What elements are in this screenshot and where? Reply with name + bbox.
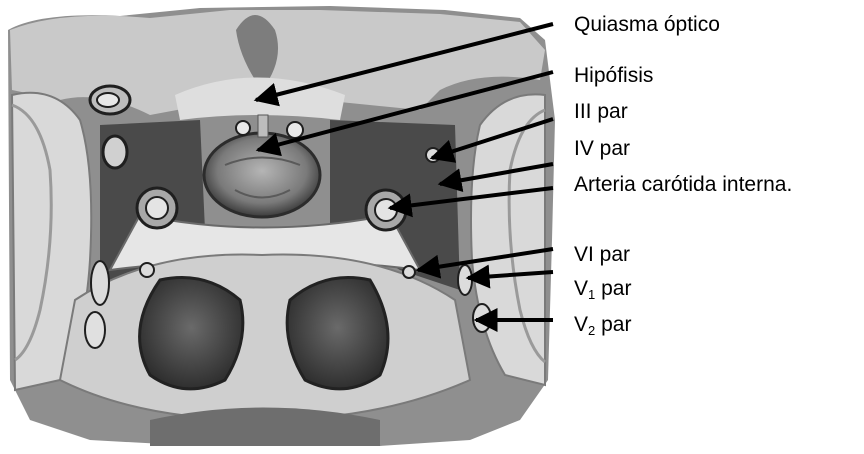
label-vi-par: VI par — [574, 244, 630, 265]
label-v2-par: V2 par — [574, 314, 631, 337]
v2-suffix: par — [595, 313, 631, 336]
label-v1-par: V1 par — [574, 278, 631, 301]
v1-main: V — [574, 277, 588, 300]
tissue-background — [8, 6, 555, 446]
label-hipofisis: Hipófisis — [574, 65, 653, 86]
label-iv-par: IV par — [574, 138, 630, 159]
label-quiasma-optico: Quiasma óptico — [574, 14, 720, 35]
label-arteria-carotida-interna: Arteria carótida interna. — [574, 174, 792, 195]
label-iii-par: III par — [574, 101, 628, 122]
v1-suffix: par — [595, 277, 631, 300]
v2-main: V — [574, 313, 588, 336]
